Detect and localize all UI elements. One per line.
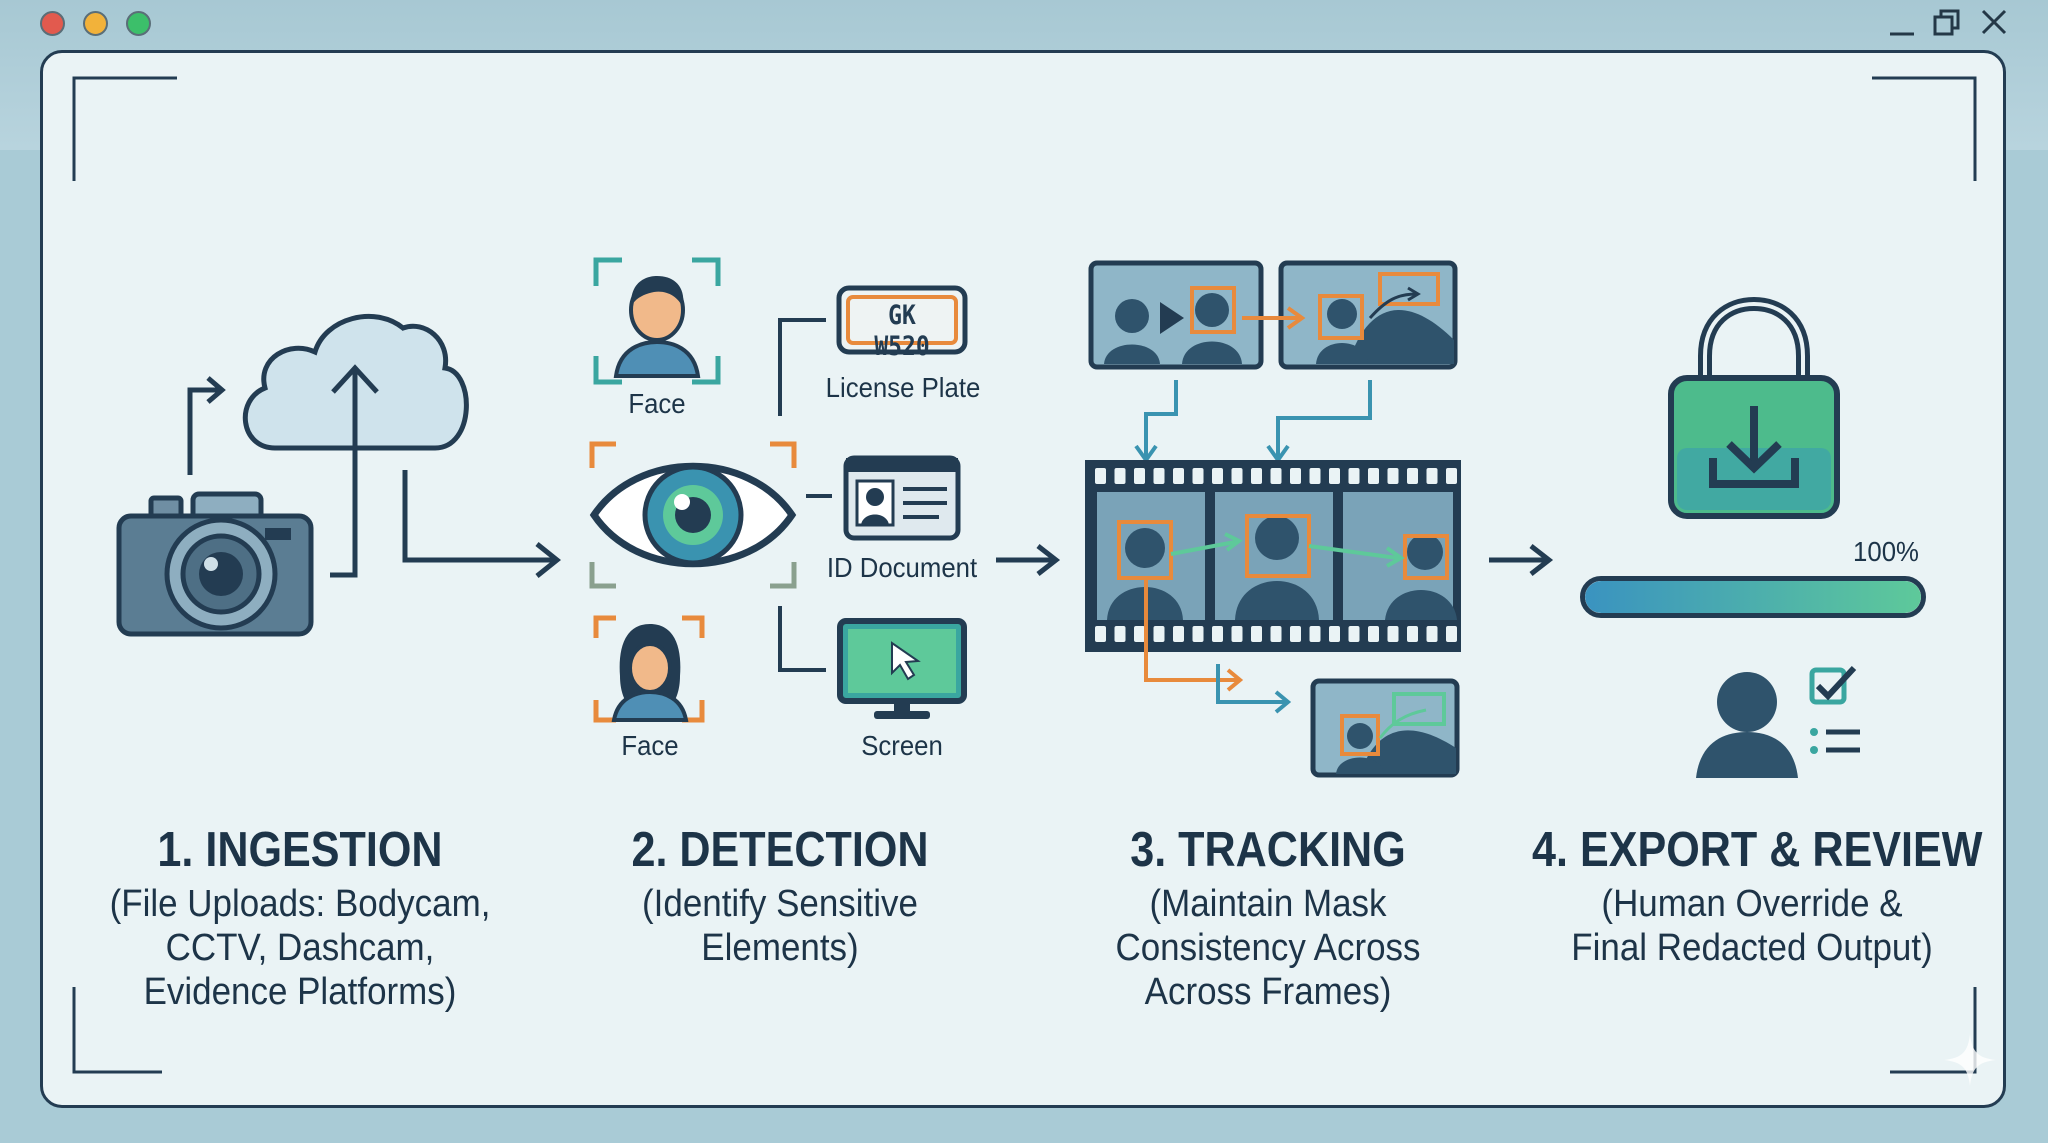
sprocket-hole (1329, 626, 1340, 642)
sprocket-hole (1446, 468, 1457, 484)
detection-connector (778, 318, 832, 672)
stage-title-tracking: 3. TRACKING (1130, 823, 1406, 877)
sprocket-hole (1426, 626, 1438, 642)
corner-bracket-bottom-right (1890, 987, 1977, 1074)
sprocket-hole (1173, 626, 1184, 642)
label-screen: Screen (861, 730, 943, 761)
camera-icon (116, 491, 314, 637)
sprocket-hole (1114, 626, 1126, 642)
upload-arrow (187, 364, 562, 578)
sprocket-hole (1446, 626, 1457, 642)
sprocket-hole (1426, 468, 1438, 484)
sprocket-hole (1290, 468, 1301, 484)
minimize-traffic-light[interactable] (83, 11, 108, 36)
sprocket-hole (1290, 626, 1301, 642)
sprocket-hole (1348, 468, 1360, 484)
close-traffic-light[interactable] (40, 11, 65, 36)
sprocket-hole (1153, 468, 1165, 484)
sparkle-watermark-icon (1944, 1034, 1996, 1086)
film-strip-icon (1085, 460, 1461, 652)
tracking-frame-2 (1278, 260, 1458, 370)
sprocket-hole (1212, 626, 1223, 642)
sprocket-hole (1309, 626, 1321, 642)
stage-title-detection: 2. DETECTION (631, 823, 929, 877)
progress-bar (1580, 576, 1926, 618)
id-document-icon (843, 455, 961, 541)
sprocket-hole (1095, 626, 1106, 642)
frame-link-arrow (1242, 306, 1306, 330)
sprocket-hole (1387, 626, 1399, 642)
stage-desc-ingestion: (File Uploads: Bodycam, CCTV, Dashcam, E… (109, 883, 491, 1013)
sprocket-hole (1270, 626, 1282, 642)
screen-icon (837, 618, 967, 719)
sprocket-hole (1251, 468, 1262, 484)
corner-bracket-bottom-left (72, 987, 162, 1074)
reviewer-icon (1696, 672, 1798, 778)
sprocket-hole (1173, 468, 1184, 484)
progress-label: 100% (1853, 536, 1919, 567)
label-license-plate: License Plate (825, 372, 981, 403)
corner-bracket-top-left (72, 76, 177, 181)
stage-desc-export-review: (Human Override & Final Redacted Output) (1571, 883, 1933, 969)
lock-download-icon (1668, 296, 1840, 519)
sprocket-hole (1231, 468, 1243, 484)
tracking-connectors-bottom (1144, 580, 1292, 714)
sprocket-hole (1095, 468, 1106, 484)
sprocket-hole (1270, 468, 1282, 484)
arrow-detection-to-tracking (996, 544, 1061, 576)
sprocket-hole (1251, 626, 1262, 642)
sprocket-hole (1134, 626, 1145, 642)
face-icon-female (593, 615, 705, 723)
label-id-document: ID Document (826, 552, 978, 583)
eye-icon (589, 441, 797, 589)
stage-desc-detection: (Identify Sensitive Elements) (642, 883, 918, 969)
sprocket-hole (1407, 468, 1418, 484)
sprocket-hole (1368, 468, 1379, 484)
sprocket-hole (1192, 626, 1204, 642)
label-face-bottom: Face (621, 730, 679, 761)
sprocket-hole (1134, 468, 1145, 484)
close-icon[interactable] (1980, 8, 2008, 36)
license-plate-icon (836, 285, 968, 355)
progress-fill (1585, 581, 1921, 613)
tracking-frame-3 (1310, 678, 1460, 778)
sprocket-hole (1348, 626, 1360, 642)
sprocket-hole (1309, 468, 1321, 484)
sprocket-hole (1387, 468, 1399, 484)
sprocket-hole (1407, 626, 1418, 642)
face-icon (593, 257, 721, 385)
restore-icon[interactable] (1932, 8, 1962, 38)
arrow-tracking-to-export (1489, 544, 1554, 576)
tracking-frame-1 (1088, 260, 1264, 370)
sprocket-hole (1231, 626, 1243, 642)
stage-title-export-review: 4. EXPORT & REVIEW (1532, 823, 1983, 877)
sprocket-hole (1212, 468, 1223, 484)
stage-desc-tracking: (Maintain Mask Consistency Across Across… (1115, 883, 1421, 1013)
zoom-traffic-light[interactable] (126, 11, 151, 36)
checklist-icon (1809, 665, 1860, 754)
minimize-icon[interactable] (1888, 12, 1916, 38)
stage-title-ingestion: 1. INGESTION (157, 823, 443, 877)
corner-bracket-top-right (1872, 76, 1977, 181)
license-plate-text: GK W520 (874, 300, 930, 362)
tracking-connectors-top (1134, 380, 1372, 464)
sprocket-hole (1192, 468, 1204, 484)
sprocket-hole (1153, 626, 1165, 642)
sprocket-hole (1114, 468, 1126, 484)
label-face-top: Face (628, 388, 686, 419)
sprocket-hole (1368, 626, 1379, 642)
sprocket-hole (1329, 468, 1340, 484)
